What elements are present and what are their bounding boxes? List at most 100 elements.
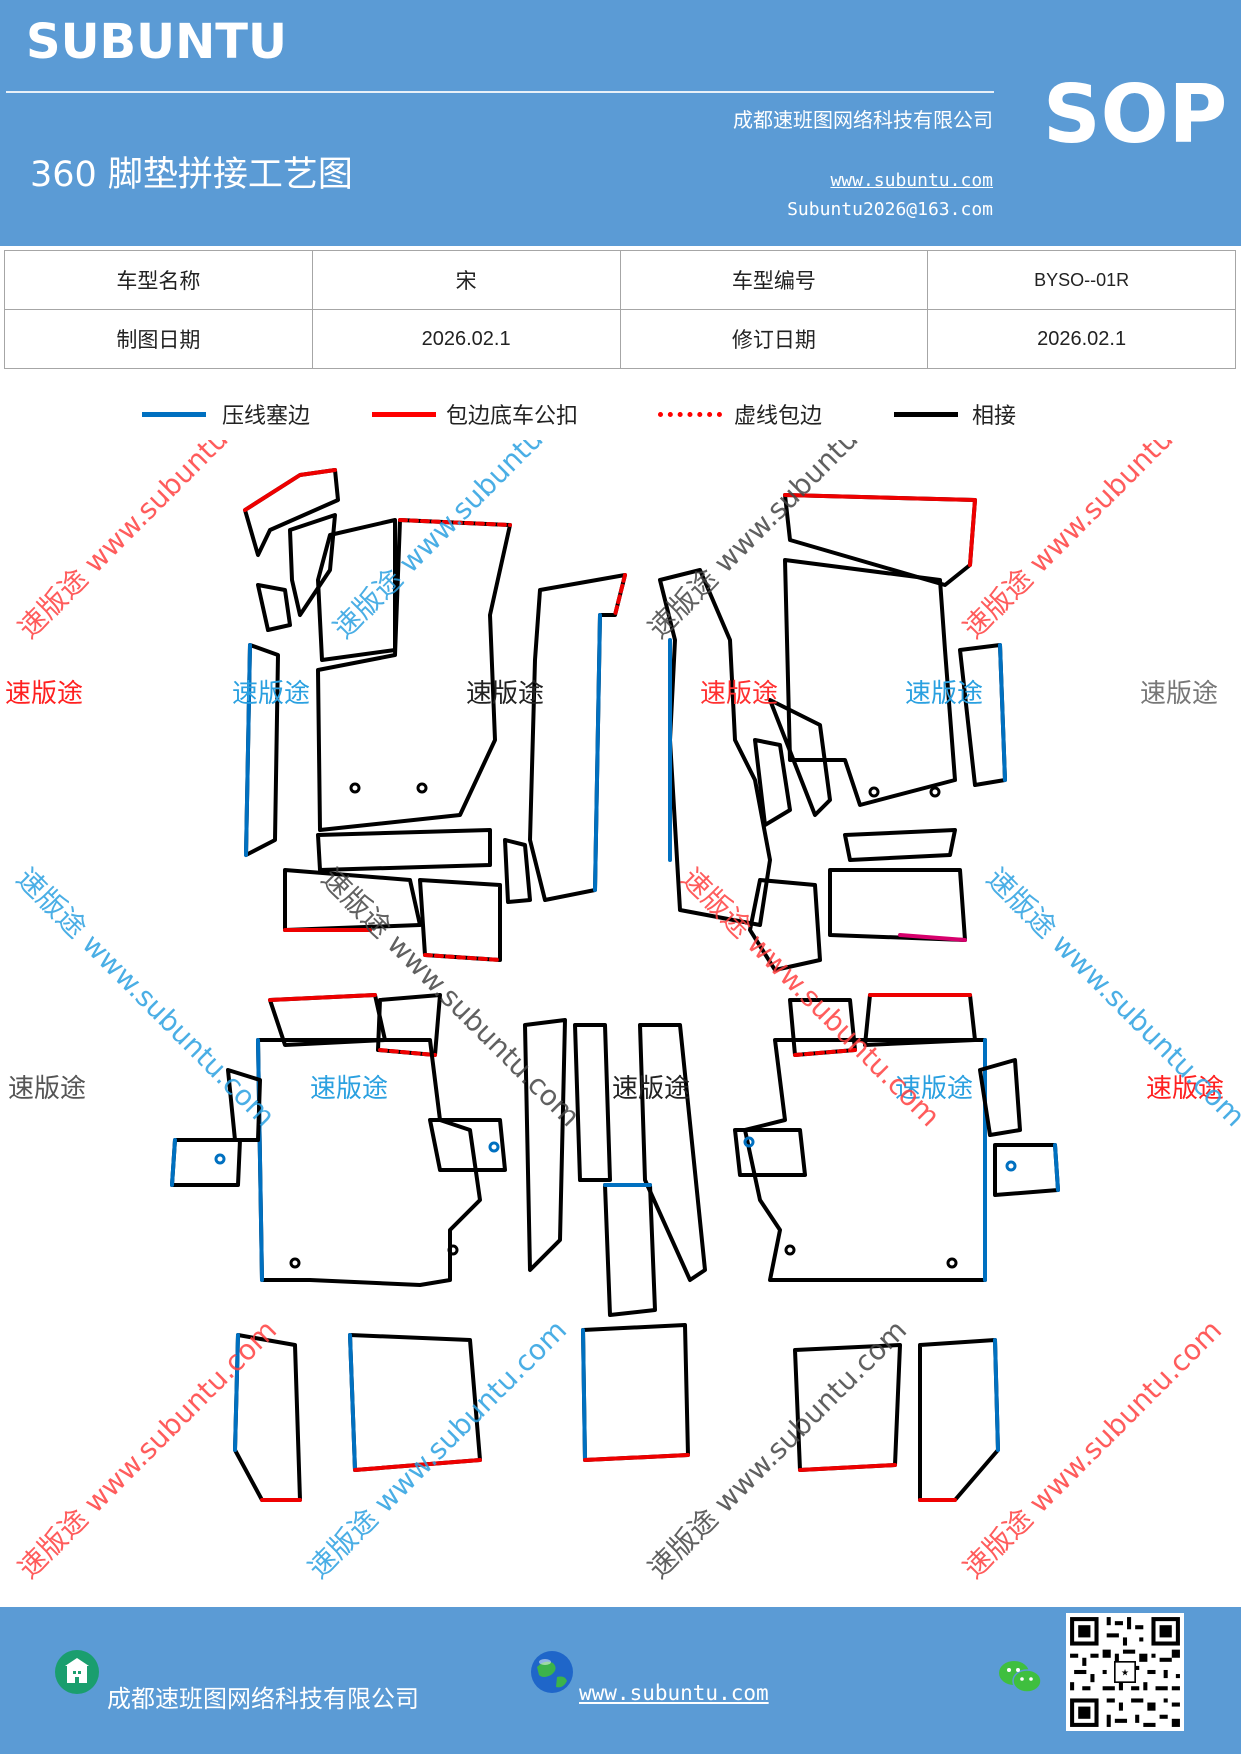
floor-mat-diagram: 速版途 速版途 速版途 速版途 速版途 速版途 速版途 速版途 速版途 速版途 …: [5, 440, 1241, 1585]
mat-piece: [863, 993, 977, 1047]
mat-piece: [283, 868, 422, 932]
table-row: 制图日期 2026.02.1 修订日期 2026.02.1: [4, 309, 1236, 369]
building-icon: [55, 1650, 99, 1694]
mat-piece: [603, 1183, 657, 1317]
mat-hole: [349, 782, 361, 794]
watermark-text: 速版途: [8, 1074, 86, 1104]
mat-hole: [289, 1257, 301, 1269]
mat-edge: [998, 643, 1007, 782]
watermark-diagonal: 速版途 www.subuntu.com: [957, 440, 1229, 645]
table-cell: 2026.02.1: [927, 309, 1236, 369]
legend: 压线塞边 包边底车公扣 虚线包边 相接: [0, 398, 1241, 438]
website-link[interactable]: www.subuntu.com: [830, 170, 993, 191]
email-address: Subuntu2026@163.com: [787, 199, 993, 220]
mat-piece: [993, 1143, 1060, 1197]
table-cell: 制图日期: [4, 309, 313, 369]
mat-edge: [583, 1453, 690, 1462]
mat-edge: [798, 1463, 897, 1472]
legend-label: 压线塞边: [222, 404, 311, 429]
watermark-diagonal: 速版途 www.subuntu.com: [327, 440, 599, 645]
mat-edge: [243, 468, 337, 512]
mat-hole: [743, 1136, 755, 1148]
mat-piece: [226, 1068, 262, 1142]
wechat-icon: [999, 1661, 1042, 1693]
mat-piece: [288, 513, 337, 617]
mat-piece: [573, 1023, 612, 1182]
mat-edge: [268, 993, 377, 1002]
mat-piece: [958, 643, 1007, 787]
mat-edge: [993, 1338, 1000, 1452]
mat-piece: [638, 1023, 707, 1282]
mat-edge: [613, 573, 627, 617]
watermark-text: 速版途: [310, 1074, 388, 1104]
mat-hole: [214, 1153, 226, 1165]
watermark-text: 速版途: [905, 679, 983, 709]
legend-swatch-blue: [142, 412, 206, 417]
mat-hole: [447, 1244, 459, 1256]
header-divider: [6, 91, 994, 93]
table-cell: 修订日期: [619, 309, 929, 369]
mat-piece: [768, 698, 832, 817]
mat-edge: [593, 613, 602, 892]
info-table: 车型名称 宋 车型编号 BYSO--01R 制图日期 2026.02.1 修订日…: [4, 250, 1236, 369]
legend-swatch-black: [894, 412, 958, 417]
mat-edge: [783, 493, 977, 567]
mat-piece: [316, 828, 492, 872]
table-cell: BYSO--01R: [927, 250, 1236, 310]
mat-edge: [170, 1138, 177, 1187]
mat-hole: [416, 782, 428, 794]
mat-piece: [733, 1128, 807, 1177]
mat-piece: [978, 1058, 1022, 1137]
footer-website[interactable]: www.subuntu.com: [579, 1681, 769, 1705]
mat-edge: [398, 518, 512, 527]
mat-edge: [348, 1333, 357, 1472]
watermark-text: 速版途: [466, 679, 544, 709]
mat-piece: [528, 573, 627, 902]
mat-piece: [428, 1118, 507, 1172]
qr-code[interactable]: ★: [1066, 1613, 1184, 1731]
legend-swatch-red: [372, 412, 436, 417]
mat-hole: [868, 786, 880, 798]
mat-edge: [1053, 1143, 1060, 1192]
mat-piece: [316, 518, 397, 662]
watermark-diagonal: 速版途 www.subuntu.com: [302, 1313, 574, 1585]
mat-edge: [233, 1333, 240, 1452]
brand-logo: SUBUNTU: [26, 14, 287, 70]
footer-company: 成都速班图网络科技有限公司: [107, 1685, 419, 1713]
table-cell: 宋: [311, 250, 621, 310]
svg-text:★: ★: [1121, 1668, 1129, 1678]
mat-hole: [929, 786, 941, 798]
mat-piece: [256, 1038, 482, 1287]
mat-piece: [523, 1018, 567, 1272]
watermark-diagonal: 速版途 www.subuntu.com: [642, 440, 914, 645]
mat-piece: [828, 868, 967, 942]
mat-hole: [946, 1257, 958, 1269]
mat-piece: [748, 878, 822, 972]
watermark-diagonal: 速版途 www.subuntu.com: [675, 862, 947, 1134]
mat-piece: [753, 738, 792, 827]
mat-edge: [353, 1458, 482, 1472]
watermark-text: 速版途: [1140, 679, 1218, 709]
mat-edge: [244, 643, 252, 857]
watermark-text: 速版途: [895, 1074, 973, 1104]
mat-hole: [488, 1141, 500, 1153]
table-cell: 车型编号: [619, 250, 929, 310]
sop-badge: SOP: [1043, 68, 1228, 161]
mat-hole: [784, 1244, 796, 1256]
mat-piece: [843, 828, 957, 862]
globe-icon: [531, 1651, 573, 1693]
mat-edge: [793, 1048, 857, 1057]
watermark-text: 速版途: [612, 1074, 690, 1104]
watermark-text: 速版途: [1146, 1074, 1224, 1104]
table-cell: 车型名称: [4, 250, 313, 310]
mat-edge: [378, 1048, 437, 1057]
legend-label: 相接: [972, 404, 1017, 429]
mat-edge: [898, 933, 967, 942]
watermark-text: 速版途: [5, 679, 83, 709]
legend-label: 包边底车公扣: [446, 404, 579, 429]
watermark-text: 速版途: [700, 679, 778, 709]
table-row: 车型名称 宋 车型编号 BYSO--01R: [4, 250, 1236, 310]
table-cell: 2026.02.1: [311, 309, 621, 369]
mat-piece: [268, 993, 387, 1047]
document-title: 360 脚垫拼接工艺图: [30, 155, 353, 195]
